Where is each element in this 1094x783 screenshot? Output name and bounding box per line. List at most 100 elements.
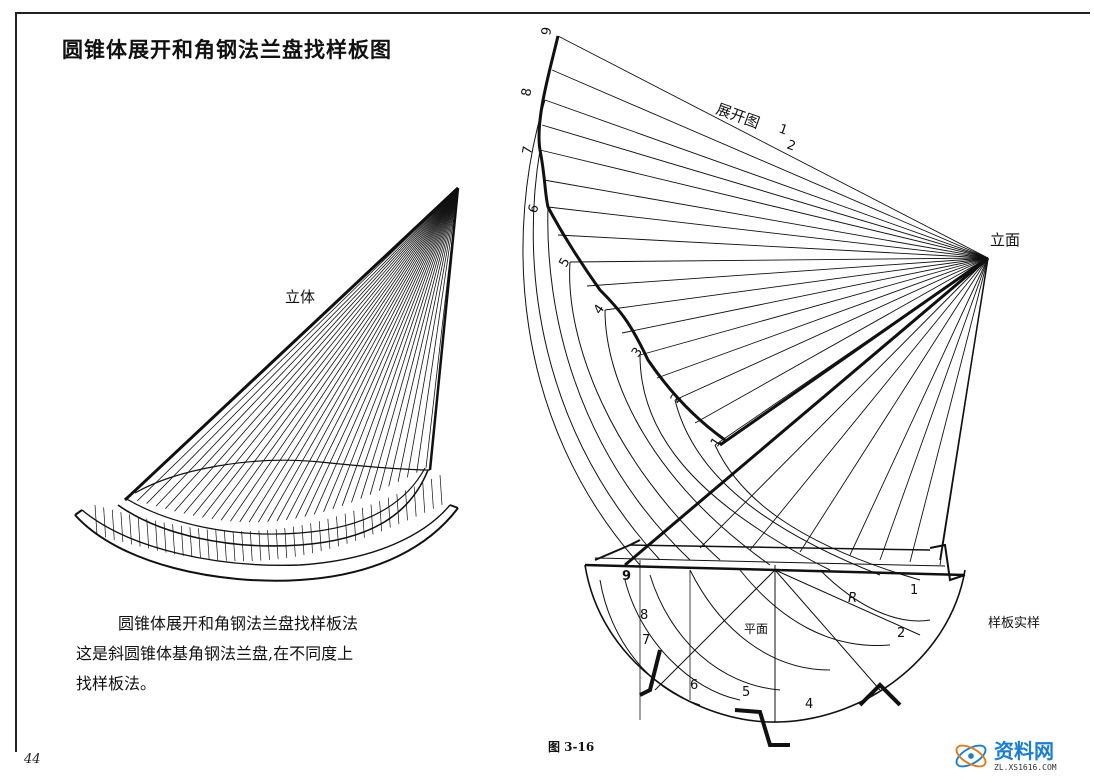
flange-hatch-line	[275, 529, 279, 560]
flange-hatch-line	[129, 514, 132, 545]
flange-hatch-line	[301, 525, 305, 556]
flange-hatch-line	[94, 504, 98, 536]
cone-generator-line	[267, 187, 459, 522]
dev-number-3: 3	[629, 345, 646, 360]
flange-hatch-line	[344, 513, 348, 544]
flange-hatch-line	[370, 504, 374, 535]
plan-number-7: 7	[642, 633, 650, 648]
development-ray	[656, 257, 989, 379]
caption-line-3: 找样板法。	[76, 674, 157, 693]
flange-hatch-line	[198, 528, 201, 559]
elevation-ray	[879, 257, 989, 561]
flange-hatch-line	[293, 526, 296, 557]
flange-hatch-line	[146, 518, 150, 549]
cone-generator-line	[295, 187, 459, 519]
cone-generator-line	[360, 187, 459, 499]
cone-generator-line	[397, 187, 459, 482]
flange-hatch-line	[224, 530, 227, 561]
flange-hatch-line	[120, 512, 124, 543]
flange-hatch-line	[284, 527, 288, 559]
cone-generator-line	[304, 187, 459, 517]
flange-hatch-line	[413, 486, 417, 517]
cone-generator-line	[379, 187, 459, 491]
cone-generator-line	[174, 187, 459, 512]
development-ray	[674, 257, 989, 401]
dev-number-8: 8	[519, 87, 535, 98]
cone-generator-line	[211, 187, 459, 520]
elevation-ray	[649, 257, 989, 546]
cone-generator-line	[127, 187, 459, 499]
plan-number-5: 5	[742, 685, 750, 700]
cone-generator-line	[416, 187, 459, 473]
watermark: 资料网 ZL.XS1616.COM	[952, 735, 1084, 777]
flange-hatch-line	[155, 520, 158, 551]
plan-number-2: 2	[897, 626, 905, 641]
watermark-text: 资料网	[994, 738, 1054, 763]
cone-generator-line	[183, 187, 459, 514]
elevation-ray	[849, 257, 989, 556]
flange-hatch-line	[336, 516, 339, 547]
cone-generator-line	[137, 187, 459, 502]
cone-generator-line	[248, 187, 459, 523]
flange-hatch-line	[180, 525, 184, 556]
cone-3d-view	[74, 186, 460, 582]
dev-number-5: 5	[556, 255, 573, 270]
page-border	[15, 12, 1090, 752]
fraction-numerator: 1	[777, 122, 790, 139]
cone-generator-line	[425, 187, 459, 469]
development-ray	[586, 257, 989, 287]
development-ray	[539, 149, 989, 259]
plan-number-6: 6	[690, 678, 698, 693]
development-ray	[569, 257, 989, 263]
cone-generator-line	[406, 187, 459, 478]
elevation-ray	[749, 257, 989, 551]
flange-hatch-line	[439, 474, 443, 506]
flange-hatch-line	[431, 478, 434, 509]
development-ray-lines	[539, 35, 989, 446]
flange-hatch-line	[405, 490, 408, 521]
watermark-logo-icon	[955, 744, 987, 768]
plan-number-4: 4	[805, 697, 813, 712]
development-ray	[639, 257, 989, 356]
elevation-label: 立面	[990, 231, 1020, 249]
plan-label: 平面	[744, 622, 768, 636]
development-label: 展开图	[714, 100, 762, 132]
development-ray	[557, 234, 989, 259]
flange-hatch-line	[310, 523, 313, 554]
flange-hatch-line	[103, 507, 106, 538]
flange-hatch-line	[111, 509, 115, 540]
development-ray	[544, 99, 989, 259]
cone-generator-line	[258, 187, 459, 523]
cone-generator-line	[276, 187, 459, 522]
radius-label: R	[848, 591, 857, 606]
cone-generator-line	[341, 187, 459, 506]
cone-generator-line	[202, 187, 459, 518]
flange-hatch-line	[362, 507, 365, 538]
caption-line-2: 这是斜圆锥体基角钢法兰盘,在不同度上	[76, 644, 354, 663]
caption-text: 圆锥体展开和角钢法兰盘找样板法 这是斜圆锥体基角钢法兰盘,在不同度上 找样板法。	[76, 609, 446, 699]
template-label: 样板实样	[988, 616, 1040, 631]
fraction-denominator: 2	[785, 138, 798, 155]
cone-generator-line	[192, 187, 459, 516]
cone-generator-line	[155, 187, 459, 507]
elevation-ray	[939, 257, 989, 566]
plan-number-9: 9	[622, 569, 631, 584]
development-ray	[621, 257, 989, 334]
page-title: 圆锥体展开和角钢法兰盘找样板图	[62, 38, 392, 62]
cone-generator-line	[230, 187, 459, 522]
flange-hatch-line	[137, 516, 141, 547]
plan-number-8: 8	[640, 608, 648, 623]
elevation-ray	[799, 257, 989, 553]
caption-heading: 圆锥体展开和角钢法兰盘找样板法	[118, 614, 359, 633]
elevation-ray	[699, 257, 989, 549]
flange-hatch-line	[215, 530, 219, 561]
flange-hatch-line	[353, 510, 357, 541]
development-ray	[557, 35, 989, 259]
cone-generator-line	[388, 187, 459, 487]
flange-hatch-line	[396, 494, 400, 525]
cone-generator-line	[146, 187, 459, 504]
figure-label: 图 3-16	[548, 740, 595, 754]
watermark-url: ZL.XS1616.COM	[994, 762, 1057, 772]
development-diagram	[522, 35, 989, 747]
